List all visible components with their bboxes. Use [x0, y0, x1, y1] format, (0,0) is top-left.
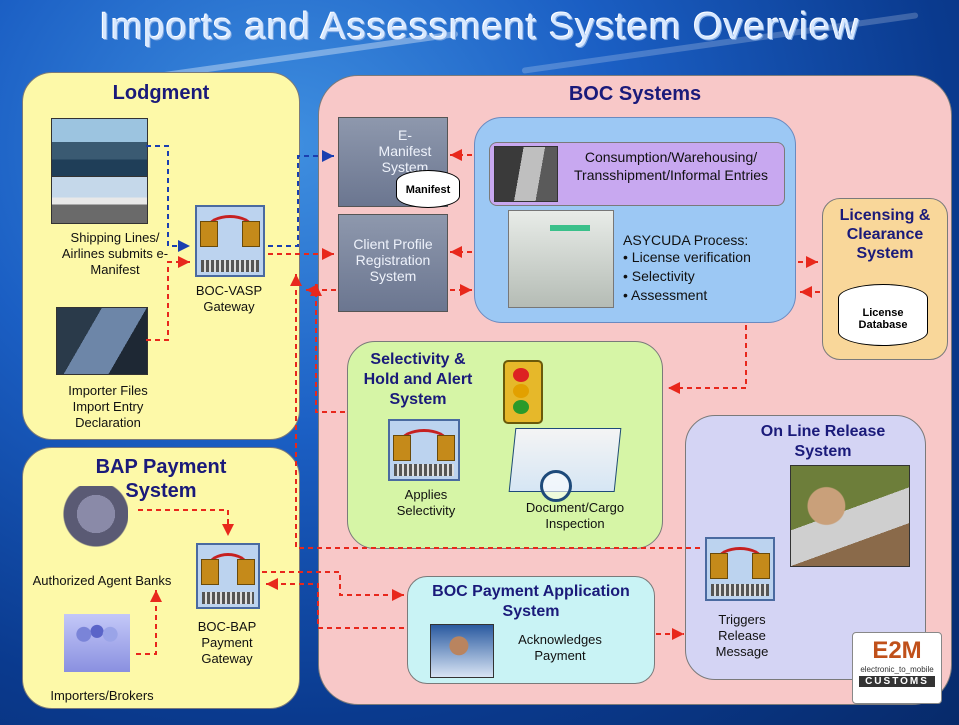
arrow-brokers-to-banks — [136, 590, 162, 655]
importers-brokers-label: Importers/Brokers — [50, 688, 154, 703]
arrow-bap-to-payment-top — [262, 571, 404, 601]
officer-illustration — [790, 465, 910, 567]
applies-selectivity-label: Applies Selectivity — [396, 487, 456, 518]
triggers-release-label: Triggers Release Message — [715, 612, 769, 659]
e2m-logo-main: E2M — [872, 637, 922, 664]
client-profile-server-box — [338, 214, 448, 312]
boc-systems-title: BOC Systems — [568, 83, 702, 105]
boc-bap-gateway-icon — [196, 543, 260, 609]
lodgment-title: Lodgment — [112, 82, 210, 104]
asycuda-item-license: • License verification — [623, 249, 751, 265]
importer-files-label: Importer Files Import Entry Declaration — [68, 383, 148, 430]
boc-bap-gateway-label: BOC-BAP Payment Gateway — [197, 619, 257, 666]
bank-building-icon — [48, 486, 128, 556]
traffic-light-green — [513, 400, 529, 414]
bap-title: BAP Payment System — [95, 456, 227, 502]
payment-title: BOC Payment Application System — [432, 583, 630, 620]
license-db-label: License Database — [858, 307, 908, 331]
arrow-asycuda-to-selectivity — [668, 325, 747, 394]
asycuda-item-assessment: • Assessment — [623, 287, 708, 303]
agent-photo — [430, 624, 494, 678]
magnifier-icon — [540, 470, 572, 502]
licensing-title: Licensing & Clearance System — [839, 207, 931, 262]
release-title: On Line Release System — [760, 423, 886, 460]
arrow-importer-to-gateway — [146, 256, 190, 341]
page-title: Imports and Assessment System Overview — [99, 6, 860, 48]
importer-photo — [56, 307, 148, 375]
asycuda-item-selectivity: • Selectivity — [623, 268, 695, 284]
arrow-ship-to-gateway — [146, 145, 190, 252]
arrow-release-to-vasp — [290, 274, 700, 549]
selectivity-title: Selectivity & Hold and Alert System — [363, 351, 473, 408]
arrow-banks-to-bap — [138, 509, 234, 536]
arrow-gateway-to-emanifest — [268, 150, 334, 247]
traffic-light-yellow — [513, 384, 529, 398]
e2m-logo-sub: electronic_to_mobile — [860, 665, 934, 674]
shipping-lines-label: Shipping Lines/ Airlines submits e-Manif… — [61, 230, 169, 277]
boc-vasp-gateway-icon — [195, 205, 265, 277]
arrow-payment-to-bap — [266, 578, 404, 629]
license-database-icon: License Database — [838, 284, 928, 346]
entries-label: Consumption/Warehousing/ Transshipment/I… — [574, 149, 768, 183]
traffic-light-red — [513, 368, 529, 382]
arrow-selectivity-to-vasp — [310, 284, 345, 413]
release-gateway-icon — [705, 537, 775, 601]
client-profile-label: Client Profile Registration System — [353, 236, 433, 284]
e2m-logo: E2M electronic_to_mobile CUSTOMS — [852, 632, 942, 704]
selectivity-gateway-icon — [388, 419, 460, 481]
manifest-db-label: Manifest — [405, 184, 451, 196]
boc-vasp-gateway-label: BOC-VASP Gateway — [195, 283, 263, 314]
e2m-logo-customs: CUSTOMS — [859, 676, 935, 687]
asycuda-server-screen — [550, 225, 590, 231]
clerk-photo — [494, 146, 558, 202]
people-group-icon — [64, 614, 130, 672]
manifest-database-icon: Manifest — [396, 170, 460, 208]
document-cargo-inspection-label: Document/Cargo Inspection — [525, 500, 625, 531]
airplane-photo — [51, 176, 148, 224]
asycuda-title: ASYCUDA Process: — [623, 232, 749, 248]
authorized-agent-banks-label: Authorized Agent Banks — [32, 573, 172, 588]
acknowledges-payment-label: Acknowledges Payment — [518, 632, 602, 663]
